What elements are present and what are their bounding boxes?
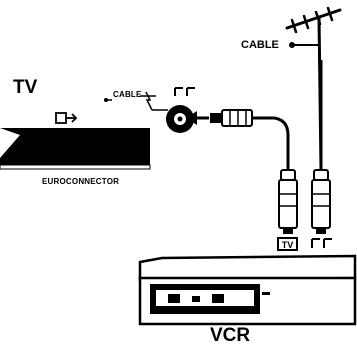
cable-label-tv: CABLE xyxy=(113,90,142,99)
svg-text:TV: TV xyxy=(282,240,294,250)
vcr-antenna-symbol xyxy=(311,238,332,248)
euroconnector-label: EUROCONNECTOR xyxy=(42,177,120,186)
socket-antenna-symbol xyxy=(174,87,195,96)
cable-wire-top xyxy=(289,42,319,48)
antenna-cable xyxy=(311,60,331,234)
vcr-body xyxy=(138,254,357,326)
vcr-label: VCR xyxy=(210,325,251,346)
tv-badge-icon: TV xyxy=(277,237,298,251)
cable-label-top: CABLE xyxy=(241,39,279,51)
antenna-icon xyxy=(285,6,342,172)
cable-wire-tv xyxy=(104,98,112,102)
tv-label: TV xyxy=(13,77,38,98)
socket-plug xyxy=(210,109,253,127)
aerial-socket-icon xyxy=(166,105,194,133)
tv-cable xyxy=(252,116,298,234)
tv-body xyxy=(0,128,151,170)
euroconnector-icon xyxy=(55,112,78,124)
cable-in-symbol xyxy=(140,91,168,111)
